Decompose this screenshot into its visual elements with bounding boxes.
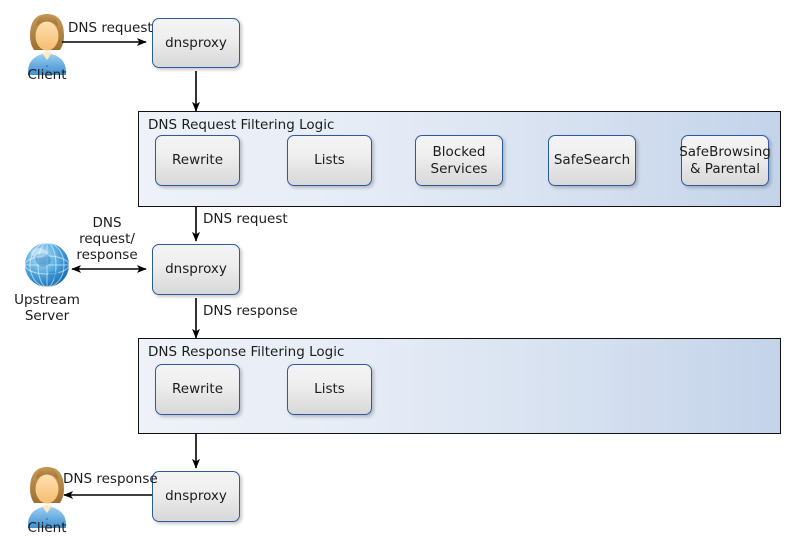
node-dnsproxy-bottom[interactable]: dnsproxy [152,471,240,522]
stage-request-blocked-services-line2: Services [430,160,488,177]
user-avatar-icon-top [28,14,66,75]
edge-label-upstream-line3: response [76,246,138,263]
node-dnsproxy-top[interactable]: dnsproxy [152,18,240,68]
stage-request-safebrowsing-line2: & Parental [689,160,761,177]
stage-request-blocked-services-line1: Blocked [432,144,486,161]
stage-request-rewrite-label: Rewrite [171,152,224,169]
group-dns-request-filtering-title: DNS Request Filtering Logic [148,117,335,133]
stage-response-rewrite[interactable]: Rewrite [155,364,240,415]
upstream-server-label: Upstream Server [7,292,87,325]
node-dnsproxy-mid[interactable]: dnsproxy [152,244,240,295]
edge-label-upstream-exchange: DNS request/ response [68,215,146,264]
stage-request-blocked-services[interactable]: Blocked Services [415,135,503,186]
globe-icon [24,242,70,288]
stage-request-safebrowsing-parental[interactable]: SafeBrowsing & Parental [679,135,771,186]
edge-label-client-to-dnsproxy: DNS request [68,20,153,36]
node-dnsproxy-bottom-label: dnsproxy [165,488,227,505]
edge-label-dnsproxy-to-client: DNS response [63,471,158,487]
stage-response-lists[interactable]: Lists [287,364,372,415]
stage-request-lists-label: Lists [314,152,345,169]
edge-label-upstream-line2: request/ [79,230,135,247]
stage-request-rewrite[interactable]: Rewrite [155,135,240,186]
edge-label-dnsproxy-to-response-group: DNS response [203,303,298,319]
client-bottom-label: Client [27,520,67,536]
client-top-label: Client [27,67,67,83]
stage-request-safesearch[interactable]: SafeSearch [548,135,636,186]
stage-response-rewrite-label: Rewrite [171,381,224,398]
group-dns-response-filtering: DNS Response Filtering Logic [138,338,781,434]
node-dnsproxy-mid-label: dnsproxy [165,261,227,278]
user-avatar-icon-bottom [28,467,66,528]
edge-label-upstream-line1: DNS [92,215,122,231]
group-dns-response-filtering-title: DNS Response Filtering Logic [148,344,345,360]
stage-request-safesearch-label: SafeSearch [553,152,631,169]
node-dnsproxy-top-label: dnsproxy [165,34,227,51]
stage-request-safebrowsing-line1: SafeBrowsing [679,144,771,161]
edge-label-dnsproxy-to-request-group: DNS request [203,211,288,227]
stage-request-lists[interactable]: Lists [287,135,372,186]
upstream-server-line1: Upstream [14,292,80,308]
stage-response-lists-label: Lists [314,381,345,398]
upstream-server-line2: Server [24,307,70,324]
